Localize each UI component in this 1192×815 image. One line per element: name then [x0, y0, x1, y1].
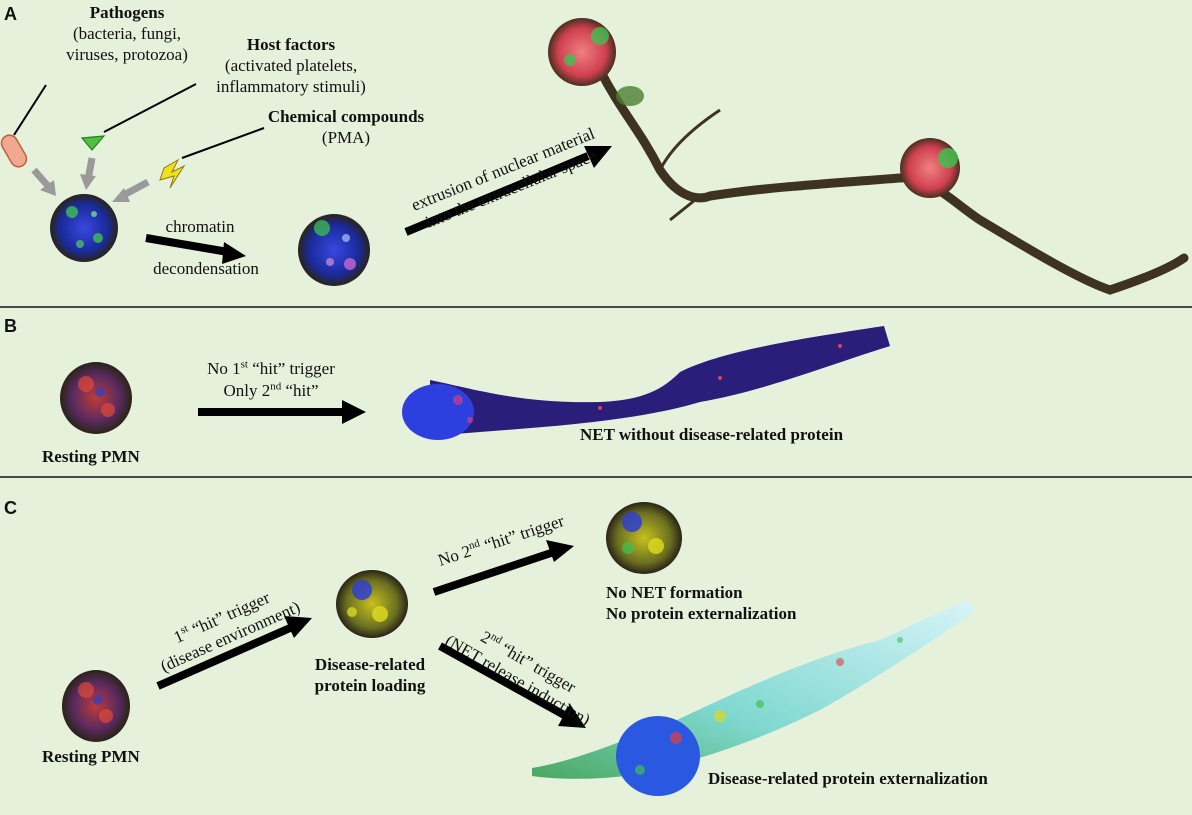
- b-trigger-line2-post: “hit”: [281, 381, 319, 400]
- cell-no-net: [606, 502, 682, 574]
- arrow-first-hit: [156, 624, 292, 690]
- panel-label-b: B: [4, 316, 17, 336]
- lightning-icon: [159, 158, 186, 189]
- cell-decondensed: [298, 214, 370, 286]
- platelet-icon: [80, 135, 106, 151]
- host-factors-line1: (activated platelets,: [224, 56, 358, 75]
- chemical-line1: (PMA): [321, 128, 371, 147]
- panel-label-c: C: [4, 498, 17, 518]
- c-resting-label: Resting PMN: [42, 747, 140, 766]
- c-loading-label: Disease-related protein loading: [300, 654, 440, 696]
- pathogen-pointer-line: [13, 84, 47, 136]
- arrow-no-second-hit: [432, 548, 556, 596]
- cell-neutrophil-activated: [50, 194, 118, 262]
- pathogens-line2: viruses, protozoa): [66, 45, 188, 64]
- b-trigger-line1: No 1st “hit” trigger: [186, 358, 356, 379]
- arrow-extrusion: [404, 152, 590, 236]
- arrowhead-no-second-hit: [546, 540, 574, 562]
- arrowhead-second-hit: [558, 704, 586, 728]
- panel-label-a: A: [4, 4, 17, 24]
- gray-arrow-1: [31, 167, 51, 189]
- c-no-net-line2: No protein externalization: [606, 604, 797, 623]
- b-trigger-line2: Only 2nd “hit”: [186, 380, 356, 401]
- c-loading-line2: protein loading: [314, 676, 426, 695]
- chemical-pointer-line: [181, 127, 265, 159]
- arrowhead-first-hit: [284, 616, 312, 638]
- host-factor-pointer-line: [103, 83, 197, 133]
- gray-arrowhead-3: [112, 188, 130, 202]
- b-resting-label: Resting PMN: [42, 447, 140, 466]
- net-panel-a: [548, 18, 1189, 295]
- b-trigger-line1-post: “hit” trigger: [248, 359, 335, 378]
- cell-loaded: [336, 570, 408, 638]
- divider-ab: [0, 306, 1192, 308]
- b-trigger-line2-sup: nd: [270, 380, 282, 393]
- arrow-decondensation: [145, 234, 229, 256]
- cell-resting-b: [60, 362, 132, 434]
- host-factors-label: Host factors (activated platelets, infla…: [206, 34, 376, 97]
- chemical-title: Chemical compounds: [267, 107, 425, 126]
- b-trigger-line1-sup: st: [240, 358, 248, 371]
- host-factors-line2: inflammatory stimuli): [216, 77, 366, 96]
- step1-line2: decondensation: [153, 259, 259, 278]
- net-panel-b: [402, 326, 890, 440]
- b-trigger-line1-pre: No 1: [207, 359, 241, 378]
- b-result-label: NET without disease-related protein: [580, 425, 844, 444]
- chemical-label: Chemical compounds (PMA): [256, 106, 436, 148]
- pathogens-line1: (bacteria, fungi,: [72, 24, 182, 43]
- step1-line1: chromatin: [165, 217, 235, 236]
- gray-arrowhead-1: [40, 180, 56, 196]
- arrowhead-extrusion: [584, 146, 612, 168]
- c-no-net-label: No NET formation No protein externalizat…: [606, 582, 796, 624]
- arrowhead-decondensation: [222, 242, 246, 264]
- arrowhead-b: [342, 400, 366, 424]
- b-trigger-line2-pre: Only 2: [223, 381, 271, 400]
- c-loading-line1: Disease-related: [314, 655, 426, 674]
- arrow-second-hit: [438, 642, 568, 720]
- pathogens-label: Pathogens (bacteria, fungi, viruses, pro…: [52, 2, 202, 65]
- panel-b: [0, 308, 1192, 476]
- host-factors-title: Host factors: [246, 35, 336, 54]
- bacterium-icon: [0, 134, 28, 168]
- net-panel-c: [532, 600, 974, 796]
- divider-bc: [0, 476, 1192, 478]
- gray-arrowhead-2: [80, 174, 96, 190]
- c-no-net-line1: No NET formation: [606, 583, 743, 602]
- c-externalization-label: Disease-related protein externalization: [708, 769, 988, 788]
- cell-resting-c: [62, 670, 130, 742]
- pathogens-title: Pathogens: [89, 3, 165, 22]
